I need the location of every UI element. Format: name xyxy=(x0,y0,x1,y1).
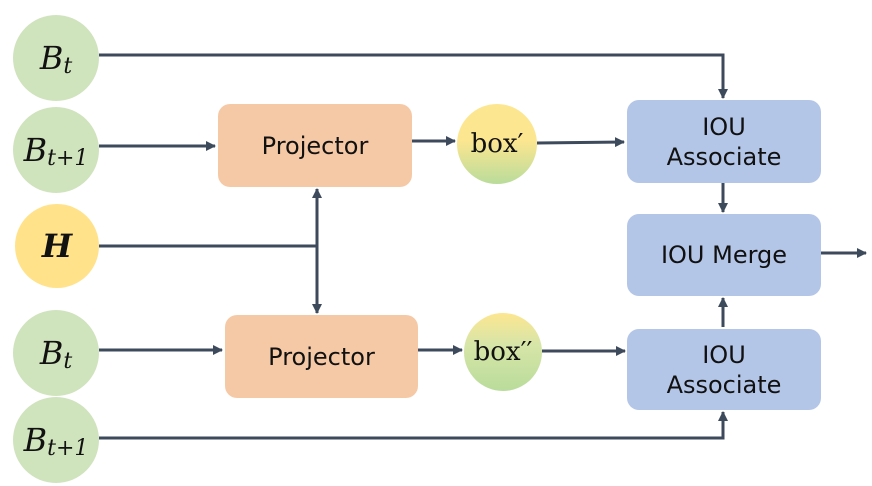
node-box-prime-label: box′ xyxy=(470,129,524,159)
arrow-bt1-bottom-to-associate-bottom xyxy=(99,411,728,440)
iou-associate-top-box: IOU Associate xyxy=(627,100,821,183)
node-box-double-prime-label: box′′ xyxy=(473,337,533,367)
node-bt1-top-base: B xyxy=(23,131,48,169)
node-bt1-top-sub: t+1 xyxy=(47,146,89,171)
node-bt-bottom-base: B xyxy=(39,334,64,372)
node-box-prime: box′ xyxy=(457,104,537,184)
node-bt-top-sub: t xyxy=(63,54,73,79)
iou-associate-bottom-label: IOU Associate xyxy=(666,340,782,399)
node-box-double-prime: box′′ xyxy=(464,313,542,391)
iou-merge-label: IOU Merge xyxy=(660,241,788,269)
node-bt1-bottom-sub: t+1 xyxy=(47,436,89,461)
node-h-label: H xyxy=(41,227,73,265)
node-bt1-bottom-base: B xyxy=(23,421,48,459)
node-bt-top: Bt xyxy=(13,15,99,101)
projector-bottom-label: Projector xyxy=(268,342,375,371)
iou-merge-box: IOU Merge xyxy=(627,214,821,296)
node-bt1-top: Bt+1 xyxy=(13,107,99,193)
arrow-bt-top-to-associate-top xyxy=(99,53,728,99)
node-bt-top-base: B xyxy=(39,39,64,77)
node-bt-bottom: Bt xyxy=(13,310,99,396)
projector-top-label: Projector xyxy=(261,131,369,160)
projector-bottom-box: Projector xyxy=(225,315,418,398)
node-bt1-bottom: Bt+1 xyxy=(13,397,99,483)
node-h: H xyxy=(15,204,99,288)
iou-associate-top-label: IOU Associate xyxy=(666,112,782,171)
arrow-box-prime-to-associate-top xyxy=(536,137,625,148)
projector-top-box: Projector xyxy=(218,104,412,187)
node-bt-bottom-sub: t xyxy=(63,349,73,374)
iou-associate-bottom-box: IOU Associate xyxy=(627,329,821,410)
